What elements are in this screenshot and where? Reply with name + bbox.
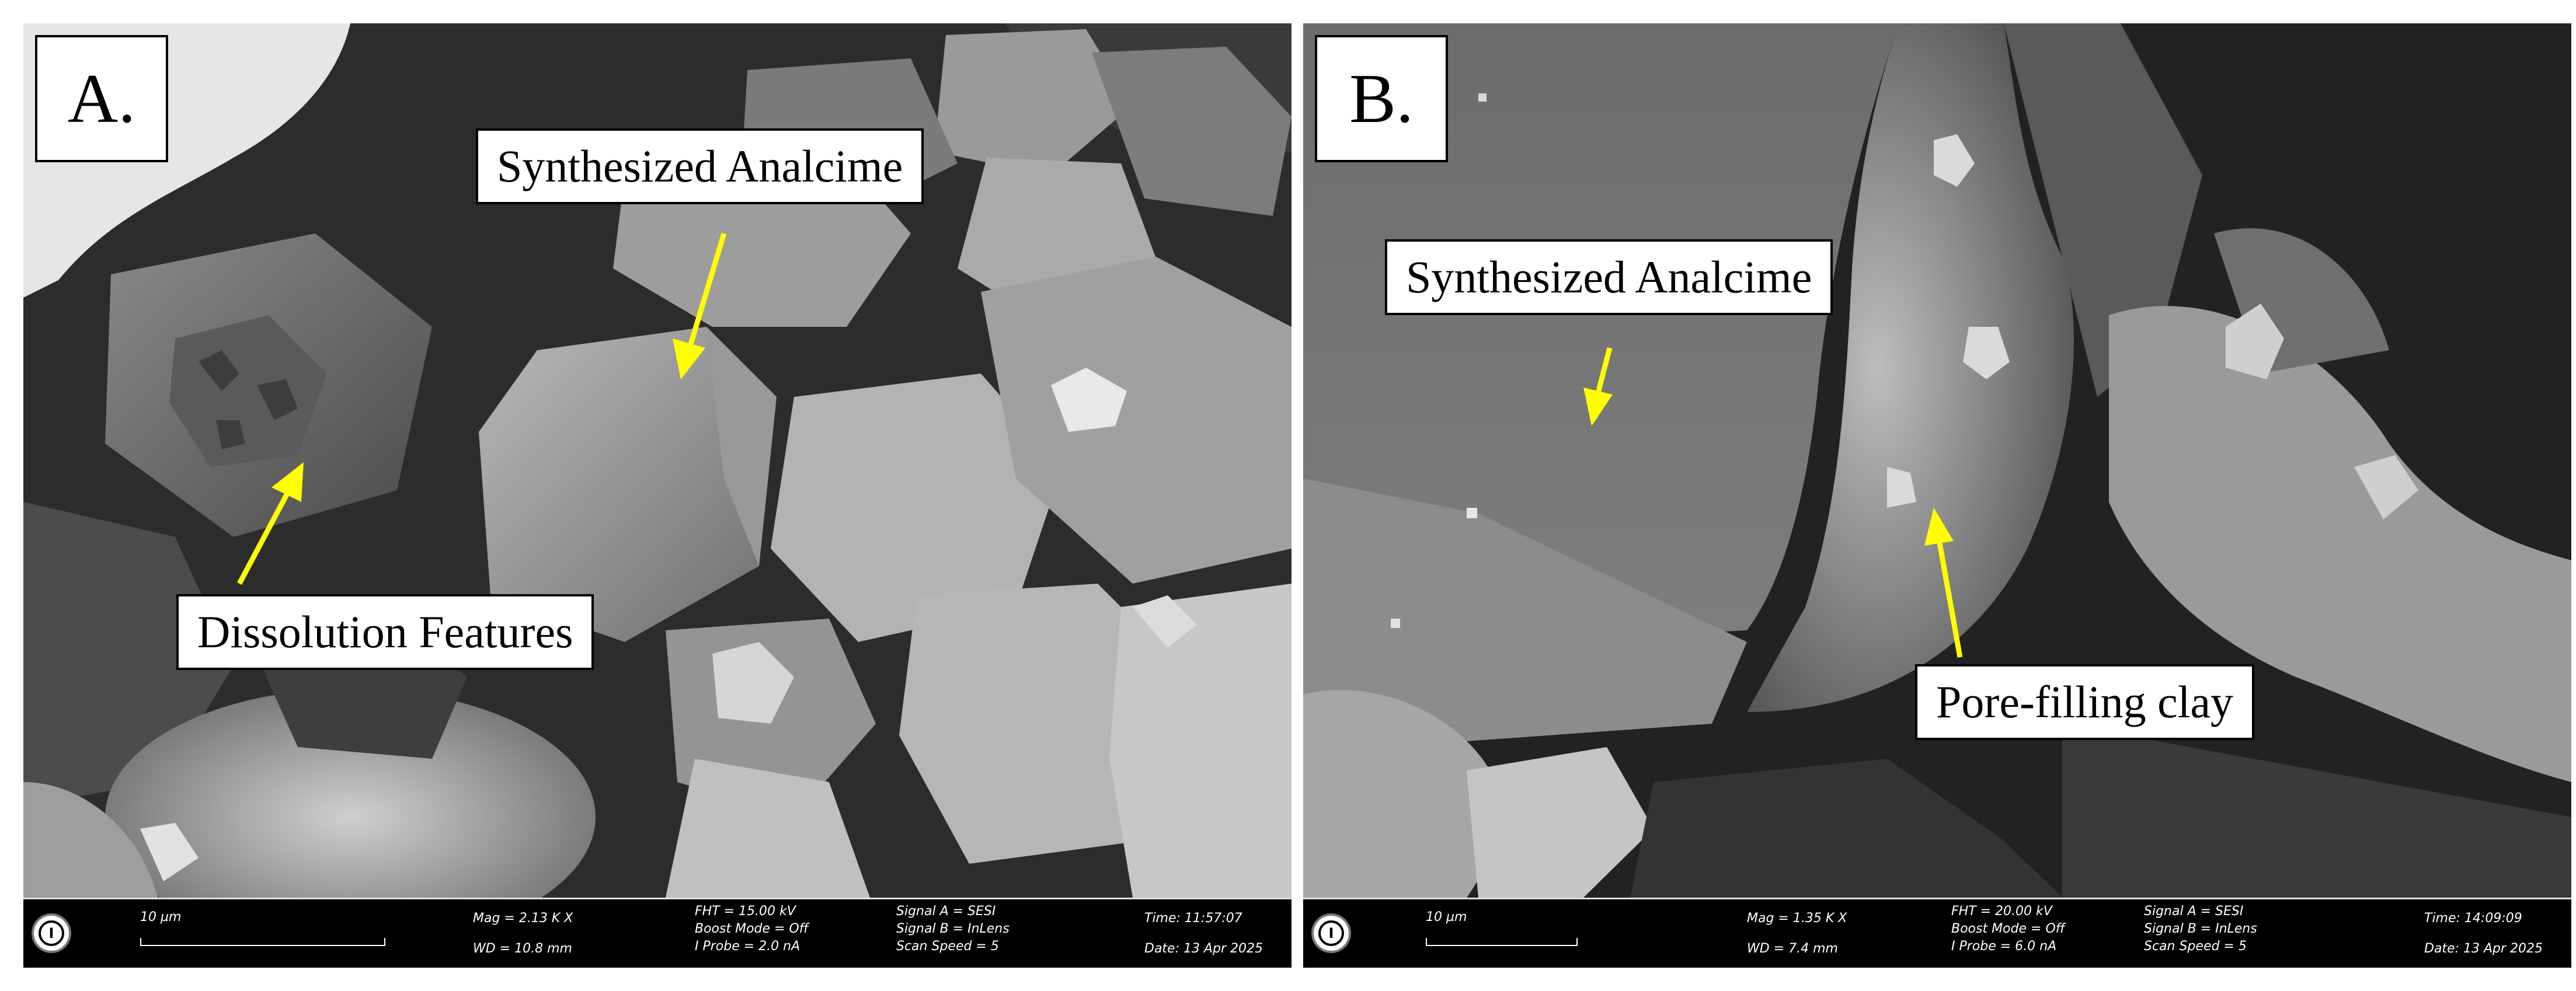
- wd-a: WD = 10.8 mm: [473, 941, 572, 956]
- panel-b: B. Synthesized Analcime Pore-filling cla…: [1303, 23, 2571, 968]
- signal-a-b: Signal A = SESI: [2144, 904, 2244, 919]
- scale-bar-label-a: 10 µm: [140, 910, 182, 924]
- panel-letter-a: A.: [35, 35, 168, 162]
- i-probe-b: I Probe = 6.0 nA: [1951, 939, 2057, 954]
- signal-b-b: Signal B = InLens: [2144, 922, 2257, 936]
- boost-mode-b: Boost Mode = Off: [1951, 922, 2065, 936]
- instrument-logo-icon: I: [1311, 913, 1351, 953]
- panel-letter-b: B.: [1315, 35, 1448, 162]
- sem-databar-b: I 10 µm Mag = 1.35 K X WD = 7.4 mm FHT =…: [1303, 898, 2571, 968]
- time-a: Time: 11:57:07: [1144, 911, 1242, 926]
- wd-b: WD = 7.4 mm: [1747, 941, 1838, 956]
- date-b: Date: 13 Apr 2025: [2424, 941, 2543, 956]
- sem-databar-a: I 10 µm Mag = 2.13 K X WD = 10.8 mm FHT …: [23, 898, 1292, 968]
- sem-micrograph-a: [23, 23, 1292, 898]
- time-b: Time: 14:09:09: [2424, 911, 2522, 926]
- scan-speed-b: Scan Speed = 5: [2144, 939, 2247, 954]
- scale-bar-b: [1426, 938, 1578, 946]
- signal-b-a: Signal B = InLens: [896, 922, 1009, 936]
- label-synthesized-analcime-a: Synthesized Analcime: [476, 128, 924, 204]
- label-dissolution-features: Dissolution Features: [176, 594, 594, 670]
- fht-a: FHT = 15.00 kV: [695, 904, 796, 919]
- boost-mode-a: Boost Mode = Off: [695, 922, 809, 936]
- instrument-logo-icon: I: [32, 913, 71, 953]
- mag-b: Mag = 1.35 K X: [1747, 911, 1847, 926]
- sem-micrograph-b: [1303, 23, 2571, 898]
- mag-a: Mag = 2.13 K X: [473, 911, 573, 926]
- signal-a-a: Signal A = SESI: [896, 904, 996, 919]
- scale-bar-a: [140, 938, 385, 946]
- fht-b: FHT = 20.00 kV: [1951, 904, 2052, 919]
- scale-bar-label-b: 10 µm: [1426, 910, 1467, 924]
- label-synthesized-analcime-b: Synthesized Analcime: [1385, 239, 1833, 315]
- sem-image-b: [1303, 23, 2571, 898]
- panel-a: A. Synthesized Analcime Dissolution Feat…: [23, 23, 1292, 968]
- date-a: Date: 13 Apr 2025: [1144, 941, 1263, 956]
- label-pore-filling-clay: Pore-filling clay: [1915, 664, 2255, 740]
- scan-speed-a: Scan Speed = 5: [896, 939, 999, 954]
- sem-image-a: [23, 23, 1292, 898]
- i-probe-a: I Probe = 2.0 nA: [695, 939, 800, 954]
